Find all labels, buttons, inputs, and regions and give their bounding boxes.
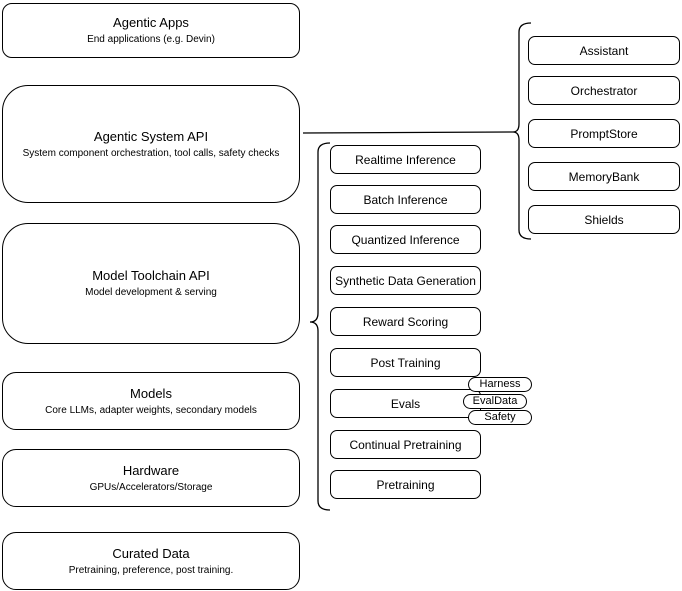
node-evals-safety: Safety [468,410,532,425]
node-models: Models Core LLMs, adapter weights, secon… [2,372,300,430]
node-title: Models [130,385,172,401]
node-evals: Evals [330,389,481,418]
system-api-connector-line [302,131,514,134]
node-title: Agentic Apps [113,15,189,30]
node-subtitle: System component orchestration, tool cal… [22,147,280,159]
node-curated-data: Curated Data Pretraining, preference, po… [2,532,300,590]
node-shields: Shields [528,205,680,234]
node-realtime-inference: Realtime Inference [330,145,481,174]
node-pretraining: Pretraining [330,470,481,499]
node-subtitle: End applications (e.g. Devin) [87,34,215,45]
node-model-toolchain-api: Model Toolchain API Model development & … [2,223,300,344]
node-orchestrator: Orchestrator [528,76,680,105]
toolchain-brace [309,142,331,511]
node-synthetic-data-generation: Synthetic Data Generation [330,266,481,295]
node-agentic-system-api: Agentic System API System component orch… [2,85,300,203]
node-assistant: Assistant [528,36,680,65]
node-continual-pretraining: Continual Pretraining [330,430,481,459]
node-batch-inference: Batch Inference [330,185,481,214]
node-title: Curated Data [112,545,190,561]
node-title: Model Toolchain API [92,268,210,283]
node-subtitle: Pretraining, preference, post training. [68,564,234,576]
node-hardware: Hardware GPUs/Accelerators/Storage [2,449,300,507]
node-agentic-apps: Agentic Apps End applications (e.g. Devi… [2,3,300,58]
node-memorybank: MemoryBank [528,162,680,191]
components-brace [512,22,532,240]
node-title: Hardware [122,462,180,478]
node-evals-harness: Harness [468,377,532,392]
node-reward-scoring: Reward Scoring [330,307,481,336]
node-evals-evaldata: EvalData [463,394,527,409]
node-subtitle: Model development & serving [85,287,217,298]
node-promptstore: PromptStore [528,119,680,148]
node-quantized-inference: Quantized Inference [330,225,481,254]
node-subtitle: GPUs/Accelerators/Storage [89,481,213,493]
node-post-training: Post Training [330,348,481,377]
node-subtitle: Core LLMs, adapter weights, secondary mo… [45,404,257,416]
node-title: Agentic System API [93,128,209,144]
